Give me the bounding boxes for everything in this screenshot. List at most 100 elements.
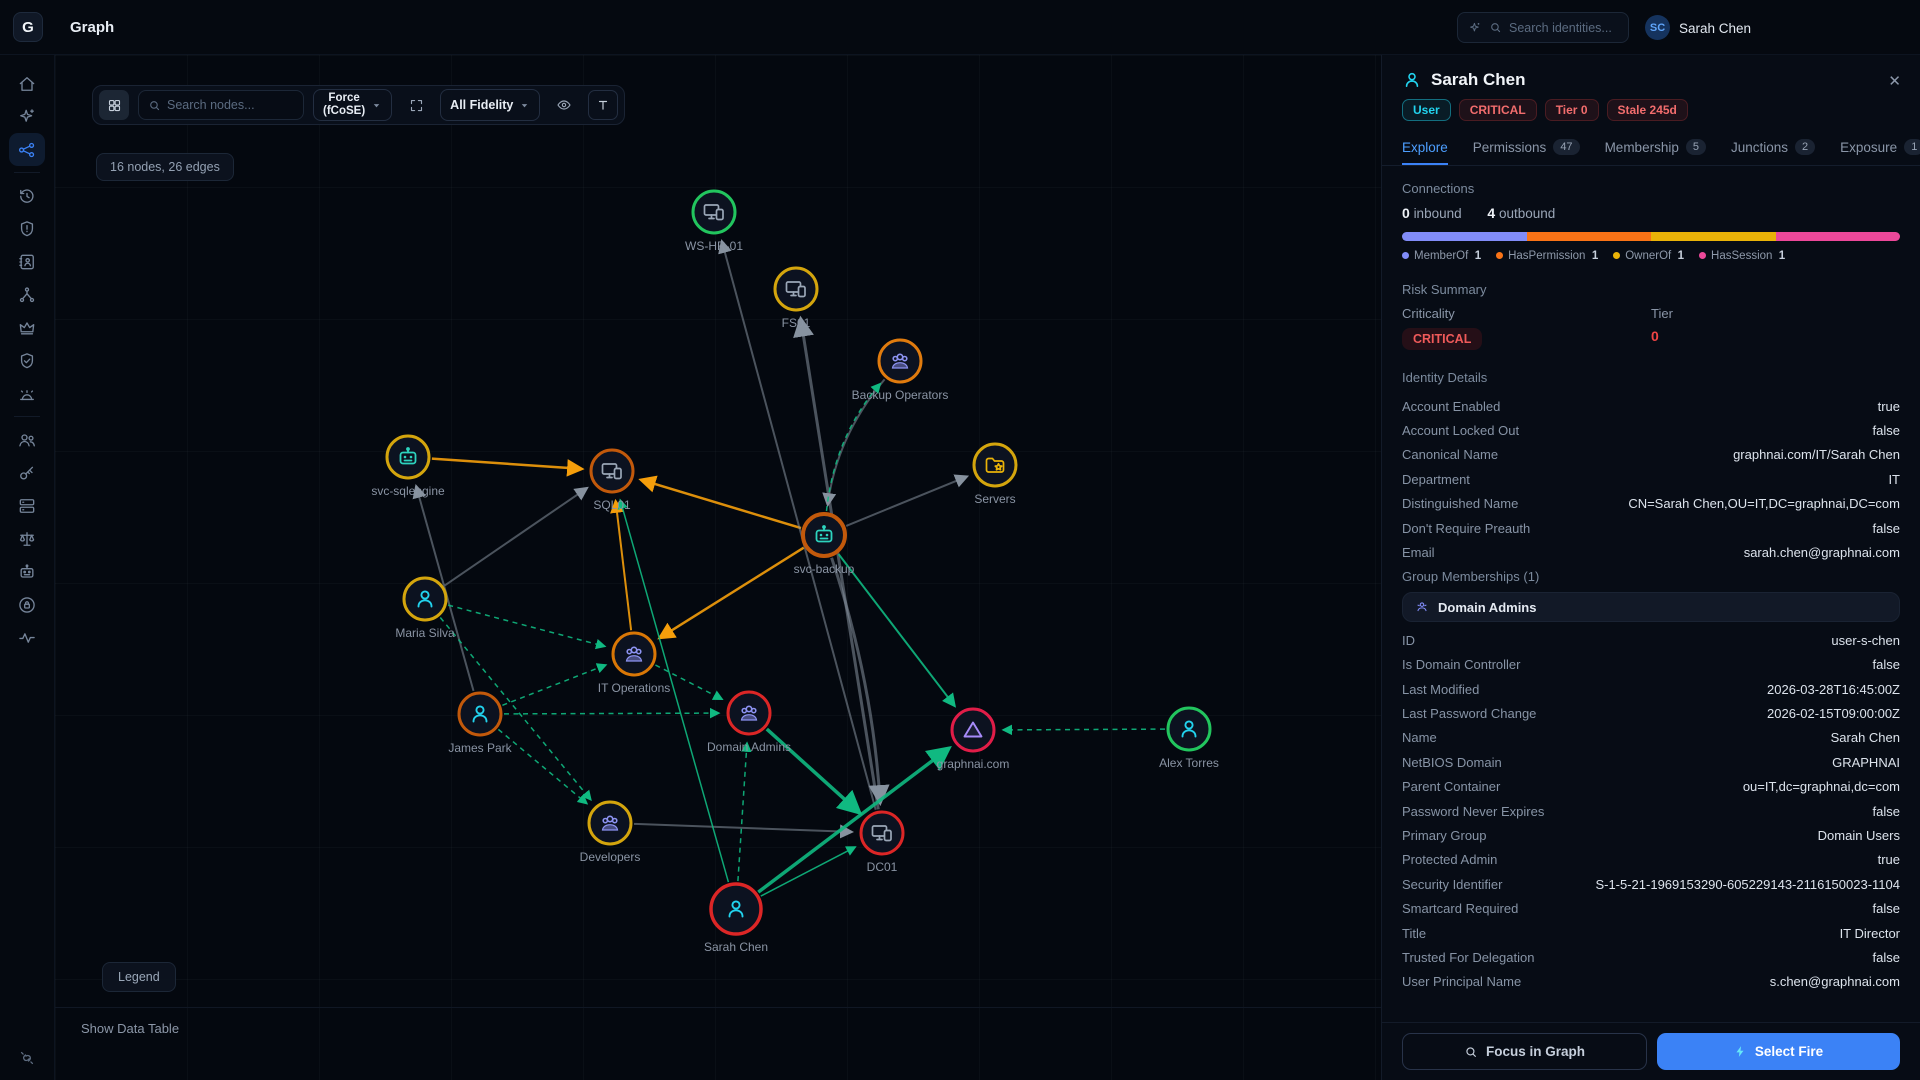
group-memberships-title: Group Memberships (1) <box>1402 569 1540 585</box>
graph-node-Alex Torres[interactable]: Alex Torres <box>1159 706 1219 770</box>
graph-node-WS-HR-01[interactable]: WS-HR-01 <box>685 189 743 253</box>
edge-svc-sqlengine-SQL01[interactable] <box>431 457 585 477</box>
graph-node-Sarah Chen[interactable]: Sarah Chen <box>704 882 768 954</box>
sidebar-item-robot-icon[interactable] <box>9 555 45 588</box>
graph-node-graphnai.com[interactable]: graphnai.com <box>937 707 1010 771</box>
node-label: James Park <box>448 741 512 755</box>
edge-Maria Silva-SQL01[interactable] <box>444 486 589 587</box>
edge-Developers-DC01[interactable] <box>633 822 854 839</box>
sidebar-item-server-icon[interactable] <box>9 489 45 522</box>
membership-chip-domain-admins[interactable]: Domain Admins <box>1402 592 1900 623</box>
avatar[interactable]: SC <box>1645 15 1670 40</box>
edge-Maria Silva-IT Operations[interactable] <box>448 604 607 650</box>
sidebar <box>0 55 55 1080</box>
panel-title: Sarah Chen <box>1431 70 1526 89</box>
edge-Alex Torres-graphnai.com[interactable] <box>1001 724 1166 736</box>
sparkles-icon <box>1468 21 1482 35</box>
sidebar-item-scales-icon[interactable] <box>9 522 45 555</box>
sidebar-item-crown-icon[interactable] <box>9 311 45 344</box>
graph-node-Domain Admins[interactable]: Domain Admins <box>707 690 791 754</box>
legend-button[interactable]: Legend <box>102 962 176 992</box>
sidebar-item-lock-icon[interactable] <box>9 588 45 621</box>
criticality-badge: CRITICAL <box>1402 328 1483 350</box>
edge-DC01-FS01[interactable] <box>793 315 880 810</box>
edge-James Park-Developers[interactable] <box>497 728 589 805</box>
layout-select[interactable]: Force (fCoSE) <box>313 89 393 121</box>
graph-node-IT Operations[interactable]: IT Operations <box>598 631 670 695</box>
select-fire-button[interactable]: Select Fire <box>1657 1033 1900 1070</box>
edge-svc-backup-DC01[interactable] <box>830 557 890 807</box>
sidebar-item-branch-icon[interactable] <box>9 278 45 311</box>
sidebar-item-contact-book-icon[interactable] <box>9 245 45 278</box>
identity-details-title: Identity Details <box>1402 370 1488 385</box>
edge-svc-backup-Backup Operators[interactable] <box>825 382 882 512</box>
sidebar-item-key-icon[interactable] <box>9 456 45 489</box>
edge-svc-backup-graphnai.com[interactable] <box>837 553 957 708</box>
connections-title: Connections <box>1402 181 1475 196</box>
node-search[interactable] <box>138 90 304 120</box>
graph-node-DC01[interactable]: DC01 <box>859 810 905 874</box>
sidebar-item-home-icon[interactable] <box>9 67 45 100</box>
edge-James Park-IT Operations[interactable] <box>502 663 608 706</box>
fit-view-button[interactable] <box>401 90 431 120</box>
edge-Maria Silva-Developers[interactable] <box>439 617 592 802</box>
layout-grid-button[interactable] <box>99 90 129 120</box>
graph-node-FS01[interactable]: FS01 <box>773 266 819 330</box>
identity-search[interactable] <box>1457 12 1629 43</box>
graph-node-svc-backup[interactable]: svc-backup <box>794 512 855 576</box>
graph-node-svc-sqlengine[interactable]: svc-sqlengine <box>371 434 445 498</box>
edge-IT Operations-SQL01[interactable] <box>610 498 633 631</box>
labels-toggle-button[interactable] <box>588 90 619 120</box>
edge-Sarah Chen-graphnai.com[interactable] <box>757 745 952 894</box>
bar-segment-haspermission <box>1526 232 1651 241</box>
edge-Sarah Chen-DC01[interactable] <box>760 846 857 897</box>
sidebar-item-shield-check-icon[interactable] <box>9 344 45 377</box>
edge-DC01-WS-HR-01[interactable] <box>718 239 877 811</box>
edge-svc-backup-IT Operations[interactable] <box>657 546 805 640</box>
sidebar-item-shield-alert-icon[interactable] <box>9 212 45 245</box>
edge-IT Operations-Domain Admins[interactable] <box>655 664 724 700</box>
inbound-count: 0 <box>1402 205 1410 221</box>
show-data-table-link[interactable]: Show Data Table <box>81 1021 180 1036</box>
node-search-input[interactable] <box>167 98 285 112</box>
edge-Sarah Chen-SQL01[interactable] <box>617 498 730 883</box>
sidebar-item-alarm-bell-icon[interactable] <box>9 377 45 410</box>
panel-footer: Focus in Graph Select Fire <box>1382 1022 1920 1080</box>
badge-stale-245d: Stale 245d <box>1606 99 1688 121</box>
sidebar-item-history-icon[interactable] <box>9 179 45 212</box>
identity-search-input[interactable] <box>1509 20 1619 35</box>
graph-node-Servers[interactable]: Servers <box>972 442 1018 506</box>
graph-node-Backup Operators[interactable]: Backup Operators <box>852 338 949 402</box>
tab-explore[interactable]: Explore <box>1402 131 1448 165</box>
sidebar-item-users-icon[interactable] <box>9 423 45 456</box>
edge-svc-backup-SQL01[interactable] <box>638 475 802 530</box>
focus-in-graph-button[interactable]: Focus in Graph <box>1402 1033 1647 1070</box>
visibility-button[interactable] <box>549 90 579 120</box>
edge-Domain Admins-DC01[interactable] <box>765 727 863 816</box>
edge-James Park-Domain Admins[interactable] <box>503 707 721 719</box>
edge-Sarah Chen-Domain Admins[interactable] <box>737 741 752 882</box>
fidelity-select[interactable]: All Fidelity <box>440 89 541 121</box>
graph-node-James Park[interactable]: James Park <box>448 691 513 755</box>
graph-node-Developers[interactable]: Developers <box>580 800 641 864</box>
connections-bar <box>1402 232 1900 241</box>
edge-svc-backup-Servers[interactable] <box>845 474 970 527</box>
graph-node-SQL01[interactable]: SQL01 <box>589 448 635 512</box>
graph-node-Maria Silva[interactable]: Maria Silva <box>395 576 455 640</box>
sidebar-unlink-icon[interactable] <box>17 1048 37 1068</box>
sidebar-item-graph-icon[interactable] <box>9 133 45 166</box>
sidebar-item-sparkles-icon[interactable] <box>9 100 45 133</box>
sidebar-item-activity-icon[interactable] <box>9 621 45 654</box>
close-icon[interactable]: ✕ <box>1888 73 1901 90</box>
